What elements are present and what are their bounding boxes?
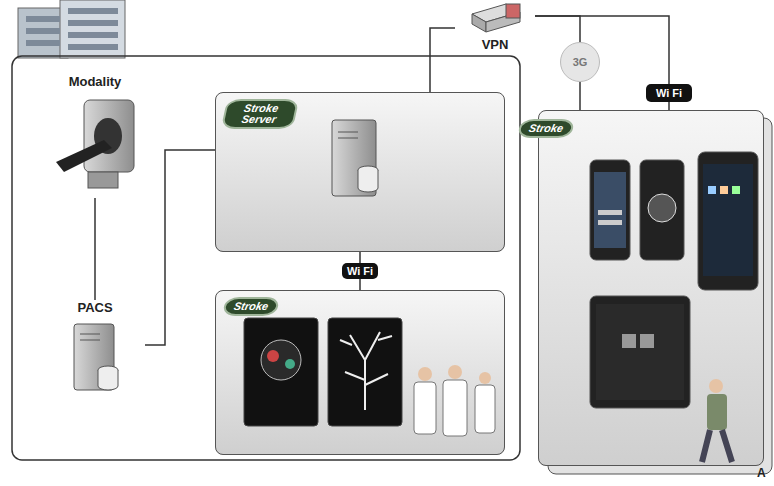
ct-scanner <box>56 100 134 188</box>
logo-text: Stroke Server <box>232 103 289 125</box>
network-3g: 3G <box>560 42 600 82</box>
doctors <box>414 365 495 436</box>
vpn-node: VPN <box>455 0 535 52</box>
logo-text: Stroke <box>528 123 565 134</box>
mobile-panel: Stroke <box>538 110 764 466</box>
connector <box>145 150 215 345</box>
figure-letter: A <box>757 466 766 480</box>
panel-ground <box>215 92 505 252</box>
stroke-logo: Stroke <box>222 297 280 316</box>
stroke-logo: Stroke <box>517 119 575 138</box>
mobile-devices <box>590 152 758 408</box>
node-label: 3G <box>573 56 588 68</box>
server-panel: Stroke Server <box>215 92 505 252</box>
node-label: Modality <box>45 74 145 89</box>
logo-text: Stroke <box>233 301 270 312</box>
panel-ground <box>215 290 505 455</box>
pacs-node: PACS <box>45 300 145 400</box>
vpn-router <box>472 4 520 32</box>
tablet-images <box>244 318 402 426</box>
hospital-region <box>12 56 520 460</box>
panel-ground <box>538 110 764 466</box>
connector <box>579 82 581 110</box>
node-label: VPN <box>455 37 535 52</box>
wifi-badge: Wi Fi <box>646 84 692 102</box>
connector <box>668 102 670 110</box>
node-label: PACS <box>45 300 145 315</box>
stroke-panel: Stroke <box>215 290 505 455</box>
person <box>702 379 732 462</box>
pacs-server <box>74 324 118 390</box>
connector <box>535 16 580 42</box>
wifi-label: Wi Fi <box>342 263 378 279</box>
connector <box>430 28 455 92</box>
hospital-building <box>18 0 125 58</box>
connector <box>535 16 669 84</box>
node-label: Wi Fi <box>656 87 682 99</box>
stroke-logo: Stroke Server <box>221 99 299 129</box>
modality-node: Modality <box>45 74 145 198</box>
connector <box>94 198 96 300</box>
stroke-server-icon <box>332 120 378 196</box>
